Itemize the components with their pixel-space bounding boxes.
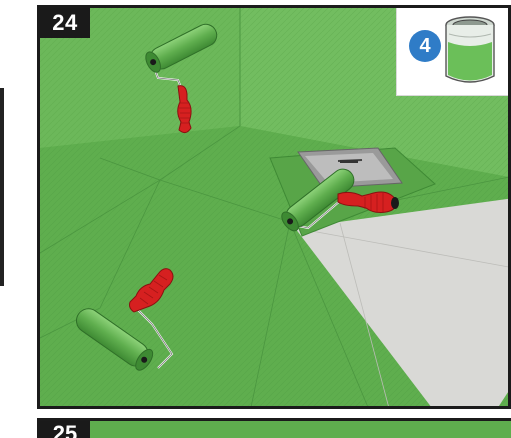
next-step-number-badge: 25 <box>40 421 90 438</box>
step-number-badge: 24 <box>40 8 90 38</box>
coat-number-badge: 4 <box>409 30 441 62</box>
step-25-panel: 25 <box>37 418 511 438</box>
left-edge-strip <box>0 88 4 286</box>
product-callout: 4 <box>396 8 508 96</box>
step-24-panel: 24 4 <box>37 5 511 409</box>
